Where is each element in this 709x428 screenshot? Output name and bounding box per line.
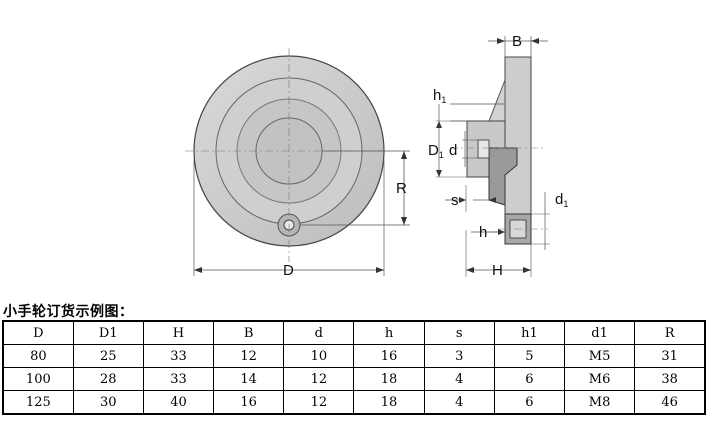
dim-label-s: s xyxy=(451,192,459,209)
table-cell: 6 xyxy=(493,390,566,415)
col-header-d: d xyxy=(283,320,355,345)
col-header-D1: D1 xyxy=(72,320,144,345)
table-cell: M8 xyxy=(563,390,636,415)
col-header-d1: d1 xyxy=(563,320,636,345)
table-cell: 16 xyxy=(213,390,285,415)
table-cell: 33 xyxy=(142,367,215,391)
table-cell: 28 xyxy=(72,367,144,391)
table-cell: 18 xyxy=(353,367,425,391)
table-cell: 6 xyxy=(493,367,566,391)
table-cell: 46 xyxy=(634,390,706,415)
dim-label-B: B xyxy=(512,33,522,50)
dim-label-h1-sub: 1 xyxy=(441,95,446,105)
table-cell: 125 xyxy=(2,390,74,415)
dim-label-D1-sub: 1 xyxy=(439,150,444,160)
dim-label-h1-main: h xyxy=(433,87,441,104)
table-cell: 40 xyxy=(142,390,215,415)
side-bore xyxy=(477,139,490,159)
dim-label-D: D xyxy=(283,262,294,279)
table-cell: 5 xyxy=(493,344,566,368)
dim-label-d: d xyxy=(449,142,457,159)
table-row: 80 25 33 12 10 16 3 5 M5 31 xyxy=(2,344,706,368)
dim-label-R: R xyxy=(396,180,407,197)
table-cell: 3 xyxy=(423,344,495,368)
dim-label-d1: d1 xyxy=(555,191,568,209)
order-example-caption: 小手轮订货示例图： xyxy=(3,304,134,320)
table-cell: 4 xyxy=(423,367,495,391)
col-header-h1: h1 xyxy=(493,320,566,345)
table-cell: 33 xyxy=(142,344,215,368)
table-cell: 100 xyxy=(2,367,74,391)
col-header-h: h xyxy=(353,320,425,345)
dim-label-h: h xyxy=(479,224,487,241)
dim-label-h1: h1 xyxy=(433,87,446,105)
table-cell: 10 xyxy=(283,344,355,368)
table-cell: 4 xyxy=(423,390,495,415)
spec-table: D D1 H B d h s h1 d1 R 80 25 33 12 10 16… xyxy=(2,320,706,415)
table-cell: M5 xyxy=(563,344,636,368)
col-header-R: R xyxy=(634,320,706,345)
col-header-H: H xyxy=(142,320,215,345)
table-cell: 80 xyxy=(2,344,74,368)
table-cell: 18 xyxy=(353,390,425,415)
side-view: B h1 D1 d s d1 h xyxy=(428,33,568,279)
table-cell: 38 xyxy=(634,367,706,391)
table-cell: 30 xyxy=(72,390,144,415)
table-cell: 25 xyxy=(72,344,144,368)
table-cell: 14 xyxy=(213,367,285,391)
dim-label-d1-main: d xyxy=(555,191,563,208)
handwheel-technical-drawing: R D B h1 xyxy=(185,33,568,279)
dim-label-D1-main: D xyxy=(428,142,439,159)
col-header-s: s xyxy=(423,320,495,345)
table-row: 125 30 40 16 12 18 4 6 M8 46 xyxy=(2,390,706,415)
table-cell: M6 xyxy=(563,367,636,391)
dim-label-D1: D1 xyxy=(428,142,444,160)
table-header-row: D D1 H B d h s h1 d1 R xyxy=(2,320,706,345)
table-row: 100 28 33 14 12 18 4 6 M6 38 xyxy=(2,367,706,391)
front-view: R D xyxy=(185,48,410,279)
dim-label-d1-sub: 1 xyxy=(563,199,568,209)
col-header-B: B xyxy=(213,320,285,345)
table-cell: 12 xyxy=(283,390,355,415)
table-cell: 12 xyxy=(283,367,355,391)
table-cell: 16 xyxy=(353,344,425,368)
table-cell: 31 xyxy=(634,344,706,368)
dim-label-H: H xyxy=(492,262,503,279)
table-cell: 12 xyxy=(213,344,285,368)
col-header-D: D xyxy=(2,320,74,345)
